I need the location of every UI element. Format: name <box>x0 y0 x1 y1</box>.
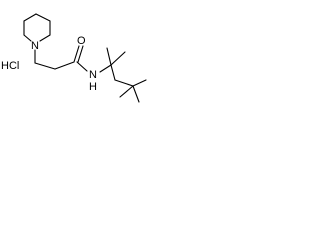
hcl-salt-label: HCl <box>1 60 19 72</box>
piperidine-ring <box>23 13 51 42</box>
amide-nitrogen-label: N <box>89 69 97 81</box>
propanamide-chain <box>34 45 88 72</box>
tert-octyl-group <box>99 47 147 103</box>
carbonyl-oxygen-label: O <box>77 35 86 47</box>
amide-hydrogen-label: H <box>89 81 97 93</box>
ring-nitrogen-label: N <box>31 40 39 52</box>
structure-diagram: N O N H HCl <box>1 13 147 103</box>
